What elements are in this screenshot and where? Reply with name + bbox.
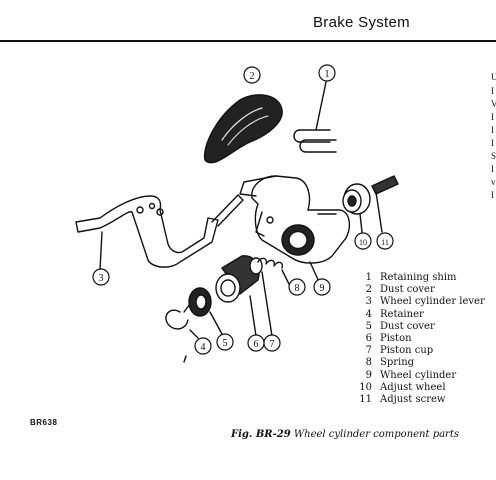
legend-num: 7: [365, 345, 372, 357]
legend-item: 1 Retaining shim: [356, 272, 485, 284]
callout-5: 5: [216, 333, 234, 351]
page-header-title: Brake System: [313, 14, 410, 31]
legend-item: 5 Dust cover: [356, 321, 485, 333]
callout-3: 3: [92, 268, 110, 286]
callout-7: 7: [263, 334, 281, 352]
edge-letter: I: [491, 112, 494, 122]
dust-cover-small-part: [188, 287, 223, 335]
callout-label: 6: [254, 339, 259, 350]
legend-num: 10: [359, 381, 372, 393]
callout-label: 9: [320, 283, 325, 294]
legend-num: 5: [365, 320, 372, 332]
legend-item: 7 Piston cup: [356, 345, 485, 357]
callout-label: 2: [250, 71, 255, 82]
legend-num: 1: [365, 272, 372, 283]
callout-10: 10: [354, 232, 372, 250]
legend-label: Dust cover: [380, 320, 435, 332]
legend-item: 3 Wheel cylinder lever: [356, 296, 485, 308]
callout-11: 11: [376, 232, 394, 250]
edge-letter: I: [491, 164, 494, 174]
dust-cover-top-part: [203, 94, 283, 164]
legend-num: 2: [365, 284, 372, 296]
adjust-screw-part: [371, 175, 399, 233]
callout-6: 6: [247, 334, 265, 352]
callout-9: 9: [313, 278, 331, 296]
legend-label: Wheel cylinder lever: [380, 296, 485, 308]
legend-label: Adjust wheel: [380, 381, 446, 393]
legend-num: 6: [365, 333, 372, 345]
header-rule: [0, 40, 496, 42]
edge-letter: I: [491, 190, 494, 200]
callout-label: 8: [295, 283, 300, 294]
callout-label: 7: [270, 339, 275, 350]
legend-label: Adjust screw: [380, 394, 446, 406]
caption-fig-label: Fig. BR-29: [231, 429, 291, 440]
legend-num: 3: [365, 296, 372, 308]
legend-num: 8: [365, 357, 372, 369]
callout-label: 4: [201, 342, 206, 353]
edge-letter: v: [491, 177, 496, 187]
legend-item: 11 Adjust screw: [356, 394, 485, 406]
figure-caption: Fig. BR-29 Wheel cylinder component part…: [231, 429, 459, 440]
edge-letter: S: [491, 151, 496, 161]
legend-num: 4: [365, 308, 372, 320]
legend-label: Dust cover: [380, 284, 435, 296]
legend-item: 6 Piston: [356, 333, 485, 345]
legend-item: 10 Adjust wheel: [356, 382, 485, 394]
callout-label: 5: [223, 338, 228, 349]
edge-letter: U: [491, 72, 496, 82]
legend-label: Piston cup: [380, 345, 434, 357]
exploded-diagram: 1 2 3 4 5 6 7 8 9 10 11: [75, 64, 399, 363]
caption-text: Wheel cylinder component parts: [293, 429, 459, 440]
piston-part: [215, 255, 260, 337]
callout-label: 3: [99, 273, 104, 284]
legend-num: 9: [365, 369, 372, 381]
figure-code: BR638: [30, 418, 58, 427]
callout-label: 1: [325, 69, 330, 80]
callout-4: 4: [194, 337, 212, 355]
edge-letter: I: [491, 86, 494, 96]
callout-1: 1: [318, 64, 336, 82]
legend-label: Spring: [380, 357, 415, 369]
wheel-cylinder-lever-part: [75, 194, 244, 271]
callout-label: 11: [381, 238, 389, 247]
legend-label: Piston: [380, 333, 412, 345]
legend-num: 11: [359, 394, 372, 406]
legend-label: Retaining shim: [380, 272, 457, 283]
legend-item: 9 Wheel cylinder: [356, 370, 485, 382]
legend-item: 4 Retainer: [356, 309, 485, 321]
edge-letter: I: [491, 138, 494, 148]
adjust-wheel-part: [342, 183, 371, 233]
retaining-shim-part: [293, 81, 337, 153]
edge-letter: V: [491, 99, 496, 109]
wheel-cylinder-part: [239, 175, 351, 285]
retainer-part: [165, 303, 199, 363]
legend-item: 2 Dust cover: [356, 284, 485, 296]
legend-label: Retainer: [380, 308, 424, 320]
piston-cup-spring-part: [249, 257, 291, 337]
callout-8: 8: [288, 278, 306, 296]
callout-2: 2: [243, 66, 261, 84]
legend-label: Wheel cylinder: [380, 369, 457, 381]
callout-label: 10: [359, 238, 367, 247]
legend-item: 8 Spring: [356, 357, 485, 369]
edge-letter: I: [491, 125, 494, 135]
